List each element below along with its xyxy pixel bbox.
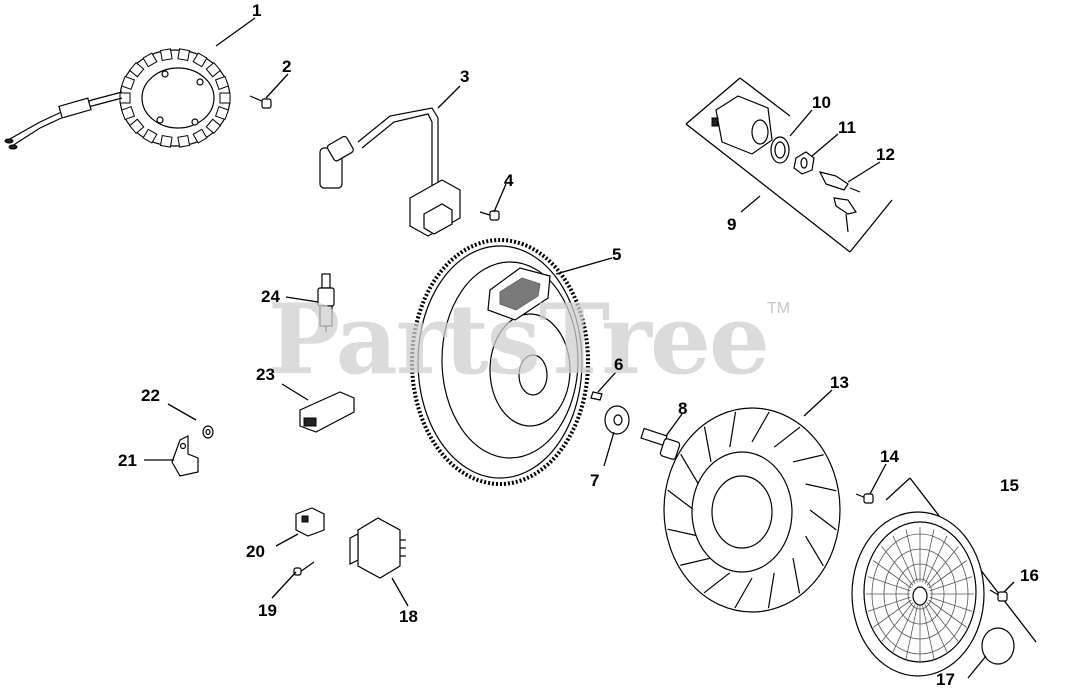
callout-13[interactable]: 13	[830, 373, 849, 392]
callout-3[interactable]: 3	[460, 67, 470, 86]
part-20-connector[interactable]	[295, 507, 325, 537]
callout-5[interactable]: 5	[612, 245, 622, 264]
callout-1[interactable]: 1	[252, 1, 262, 20]
callout-15[interactable]: 15	[1000, 476, 1019, 495]
callout-9[interactable]: 9	[727, 215, 737, 234]
part-16-screw[interactable]	[989, 589, 1008, 602]
part-3-ignition-module[interactable]	[319, 107, 461, 237]
part-24-spark-plug[interactable]	[317, 273, 335, 332]
callout-23[interactable]: 23	[256, 365, 275, 384]
part-9-switch-assembly-box	[685, 77, 893, 253]
part-13-fan[interactable]	[663, 407, 841, 613]
callout-14[interactable]: 14	[880, 447, 899, 466]
callout-11[interactable]: 11	[838, 118, 856, 137]
callout-24[interactable]: 24	[261, 287, 280, 306]
callout-4[interactable]: 4	[504, 171, 514, 190]
part-1-stator[interactable]	[4, 48, 231, 150]
part-5-flywheel[interactable]	[410, 238, 590, 486]
leader-lines	[144, 17, 1015, 679]
part-9-ignition-switch[interactable]	[711, 95, 773, 155]
part-19-screw[interactable]	[293, 561, 315, 576]
part-14-screw[interactable]	[855, 493, 874, 504]
part-6-key[interactable]	[590, 391, 603, 401]
part-10-washer[interactable]	[770, 136, 790, 164]
callout-6[interactable]: 6	[614, 355, 624, 374]
part-8-bolt[interactable]	[640, 427, 681, 460]
callout-22[interactable]: 22	[141, 386, 160, 405]
callout-2[interactable]: 2	[282, 57, 292, 76]
callout-8[interactable]: 8	[678, 399, 688, 418]
callout-20[interactable]: 20	[246, 542, 265, 561]
callout-12[interactable]: 12	[876, 145, 895, 164]
part-11-nut[interactable]	[793, 151, 815, 175]
part-4-bolt[interactable]	[479, 210, 500, 221]
callout-16[interactable]: 16	[1020, 566, 1039, 585]
part-15-grass-screen[interactable]	[851, 511, 985, 677]
part-2-screw[interactable]	[249, 95, 272, 109]
part-18-rectifier[interactable]	[349, 517, 406, 579]
part-7-washer[interactable]	[604, 405, 630, 435]
part-22-nut[interactable]	[202, 425, 214, 439]
watermark-trademark: TM	[767, 300, 791, 317]
part-21-clamp[interactable]	[171, 435, 199, 477]
part-17-decal[interactable]	[981, 627, 1015, 665]
callout-7[interactable]: 7	[590, 471, 600, 490]
callout-10[interactable]: 10	[812, 93, 831, 112]
callout-17[interactable]: 17	[936, 670, 955, 689]
callout-19[interactable]: 19	[258, 601, 277, 620]
watermark-brand: PartsTree	[268, 283, 770, 396]
callout-21[interactable]: 21	[118, 451, 137, 470]
callout-18[interactable]: 18	[399, 607, 418, 626]
part-12-keys[interactable]	[818, 171, 861, 233]
part-23-terminal[interactable]	[299, 391, 355, 433]
